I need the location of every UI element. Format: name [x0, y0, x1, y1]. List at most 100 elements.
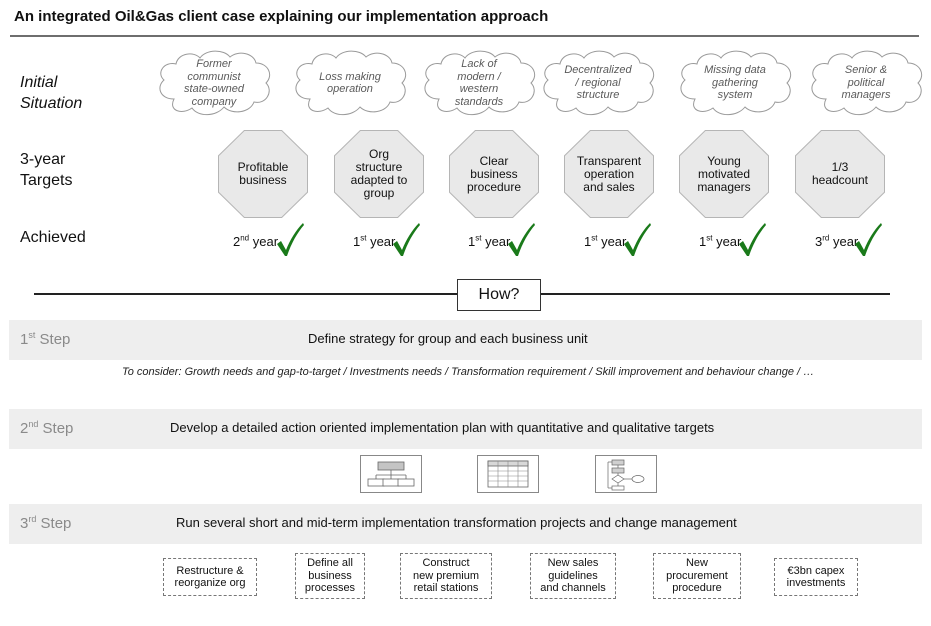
step-3-label: 3rd Step [20, 514, 72, 533]
text-line: Org [368, 147, 389, 161]
text-line: political [847, 76, 885, 89]
text-line: procedure [466, 179, 522, 194]
text-line: western [459, 83, 499, 95]
achieved-year-text: 1st year [468, 233, 511, 249]
text-line: New [685, 557, 708, 570]
text-line: managers [697, 179, 751, 194]
consider-note: To consider: Growth needs and gap-to-tar… [122, 366, 815, 378]
text-line: system [717, 89, 753, 102]
title-divider [10, 35, 919, 37]
text-line: Former [196, 58, 232, 70]
cloud-shape-icon [424, 50, 536, 116]
checkmark-icon [739, 223, 766, 256]
initial-label-line1: Initial [20, 74, 58, 91]
flowchart-icon [595, 455, 657, 493]
text-line: guidelines [548, 569, 598, 582]
text-line: headcount [811, 173, 869, 187]
checkmark-icon [624, 223, 651, 256]
initial-label-line2: Situation [20, 95, 83, 112]
targets-label-line1: 3-year [20, 151, 66, 168]
text-line: €3bn capex [787, 564, 845, 577]
text-line: structure [576, 89, 620, 102]
text-line: structure [355, 160, 403, 174]
text-line: procurement [666, 569, 728, 582]
text-line: Profitable [237, 160, 289, 174]
initial-situation-label: Initial Situation [20, 72, 82, 114]
text-line: business [239, 173, 287, 187]
achieved-item-4: 1st year [584, 222, 684, 262]
text-line: Young [707, 153, 741, 168]
achieved-year-text: 3rd year [815, 233, 859, 249]
checkmark-icon [277, 223, 304, 256]
cloud-shape-icon [811, 50, 923, 116]
text-line: procedure [672, 582, 722, 595]
text-line: Loss making [319, 70, 381, 83]
checkmark-icon [508, 223, 535, 256]
achieved-year-text: 1st year [584, 233, 627, 249]
text-line: company [191, 95, 237, 108]
achieved-item-5: 1st year [699, 222, 799, 262]
cloud-shape-icon [543, 50, 655, 116]
page-title: An integrated Oil&Gas client case explai… [14, 8, 549, 25]
text-line: modern / [457, 70, 501, 83]
text-line: state-owned [184, 83, 244, 95]
achieved-label: Achieved [20, 229, 86, 246]
targets-label-line2: Targets [20, 172, 73, 189]
text-line: 1/3 [831, 160, 849, 174]
checkmark-icon [393, 223, 420, 256]
step-1-text: Define strategy for group and each busin… [308, 331, 588, 346]
text-line: motivated [697, 166, 751, 181]
text-line: adapted to [350, 173, 408, 187]
text-line: New sales [547, 557, 599, 570]
step-1-bar [9, 320, 922, 360]
cloud-shape-icon [295, 50, 407, 116]
text-line: Decentralized [564, 64, 632, 77]
text-line: Clear [479, 153, 509, 168]
text-line: operation [327, 83, 373, 95]
text-line: / regional [575, 76, 621, 89]
text-line: gathering [712, 76, 758, 89]
text-line: communist [187, 70, 241, 83]
text-line: operation [583, 166, 635, 181]
achieved-year-text: 1st year [353, 233, 396, 249]
achieved-year-text: 2nd year [233, 233, 279, 249]
achieved-year-text: 1st year [699, 233, 742, 249]
text-line: new premium [412, 569, 480, 582]
text-line: reorganize org [174, 577, 246, 589]
achieved-item-3: 1st year [468, 222, 568, 262]
text-line: Restructure & [176, 564, 244, 577]
text-line: retail stations [413, 582, 479, 595]
cloud-shape-icon [159, 50, 271, 116]
text-line: and channels [540, 582, 606, 595]
org-chart-icon [360, 455, 422, 493]
cloud-shape-icon [680, 50, 792, 116]
text-line: group [363, 186, 395, 200]
step-3-text: Run several short and mid-term implement… [176, 515, 737, 530]
step-2-label: 2nd Step [20, 419, 74, 438]
